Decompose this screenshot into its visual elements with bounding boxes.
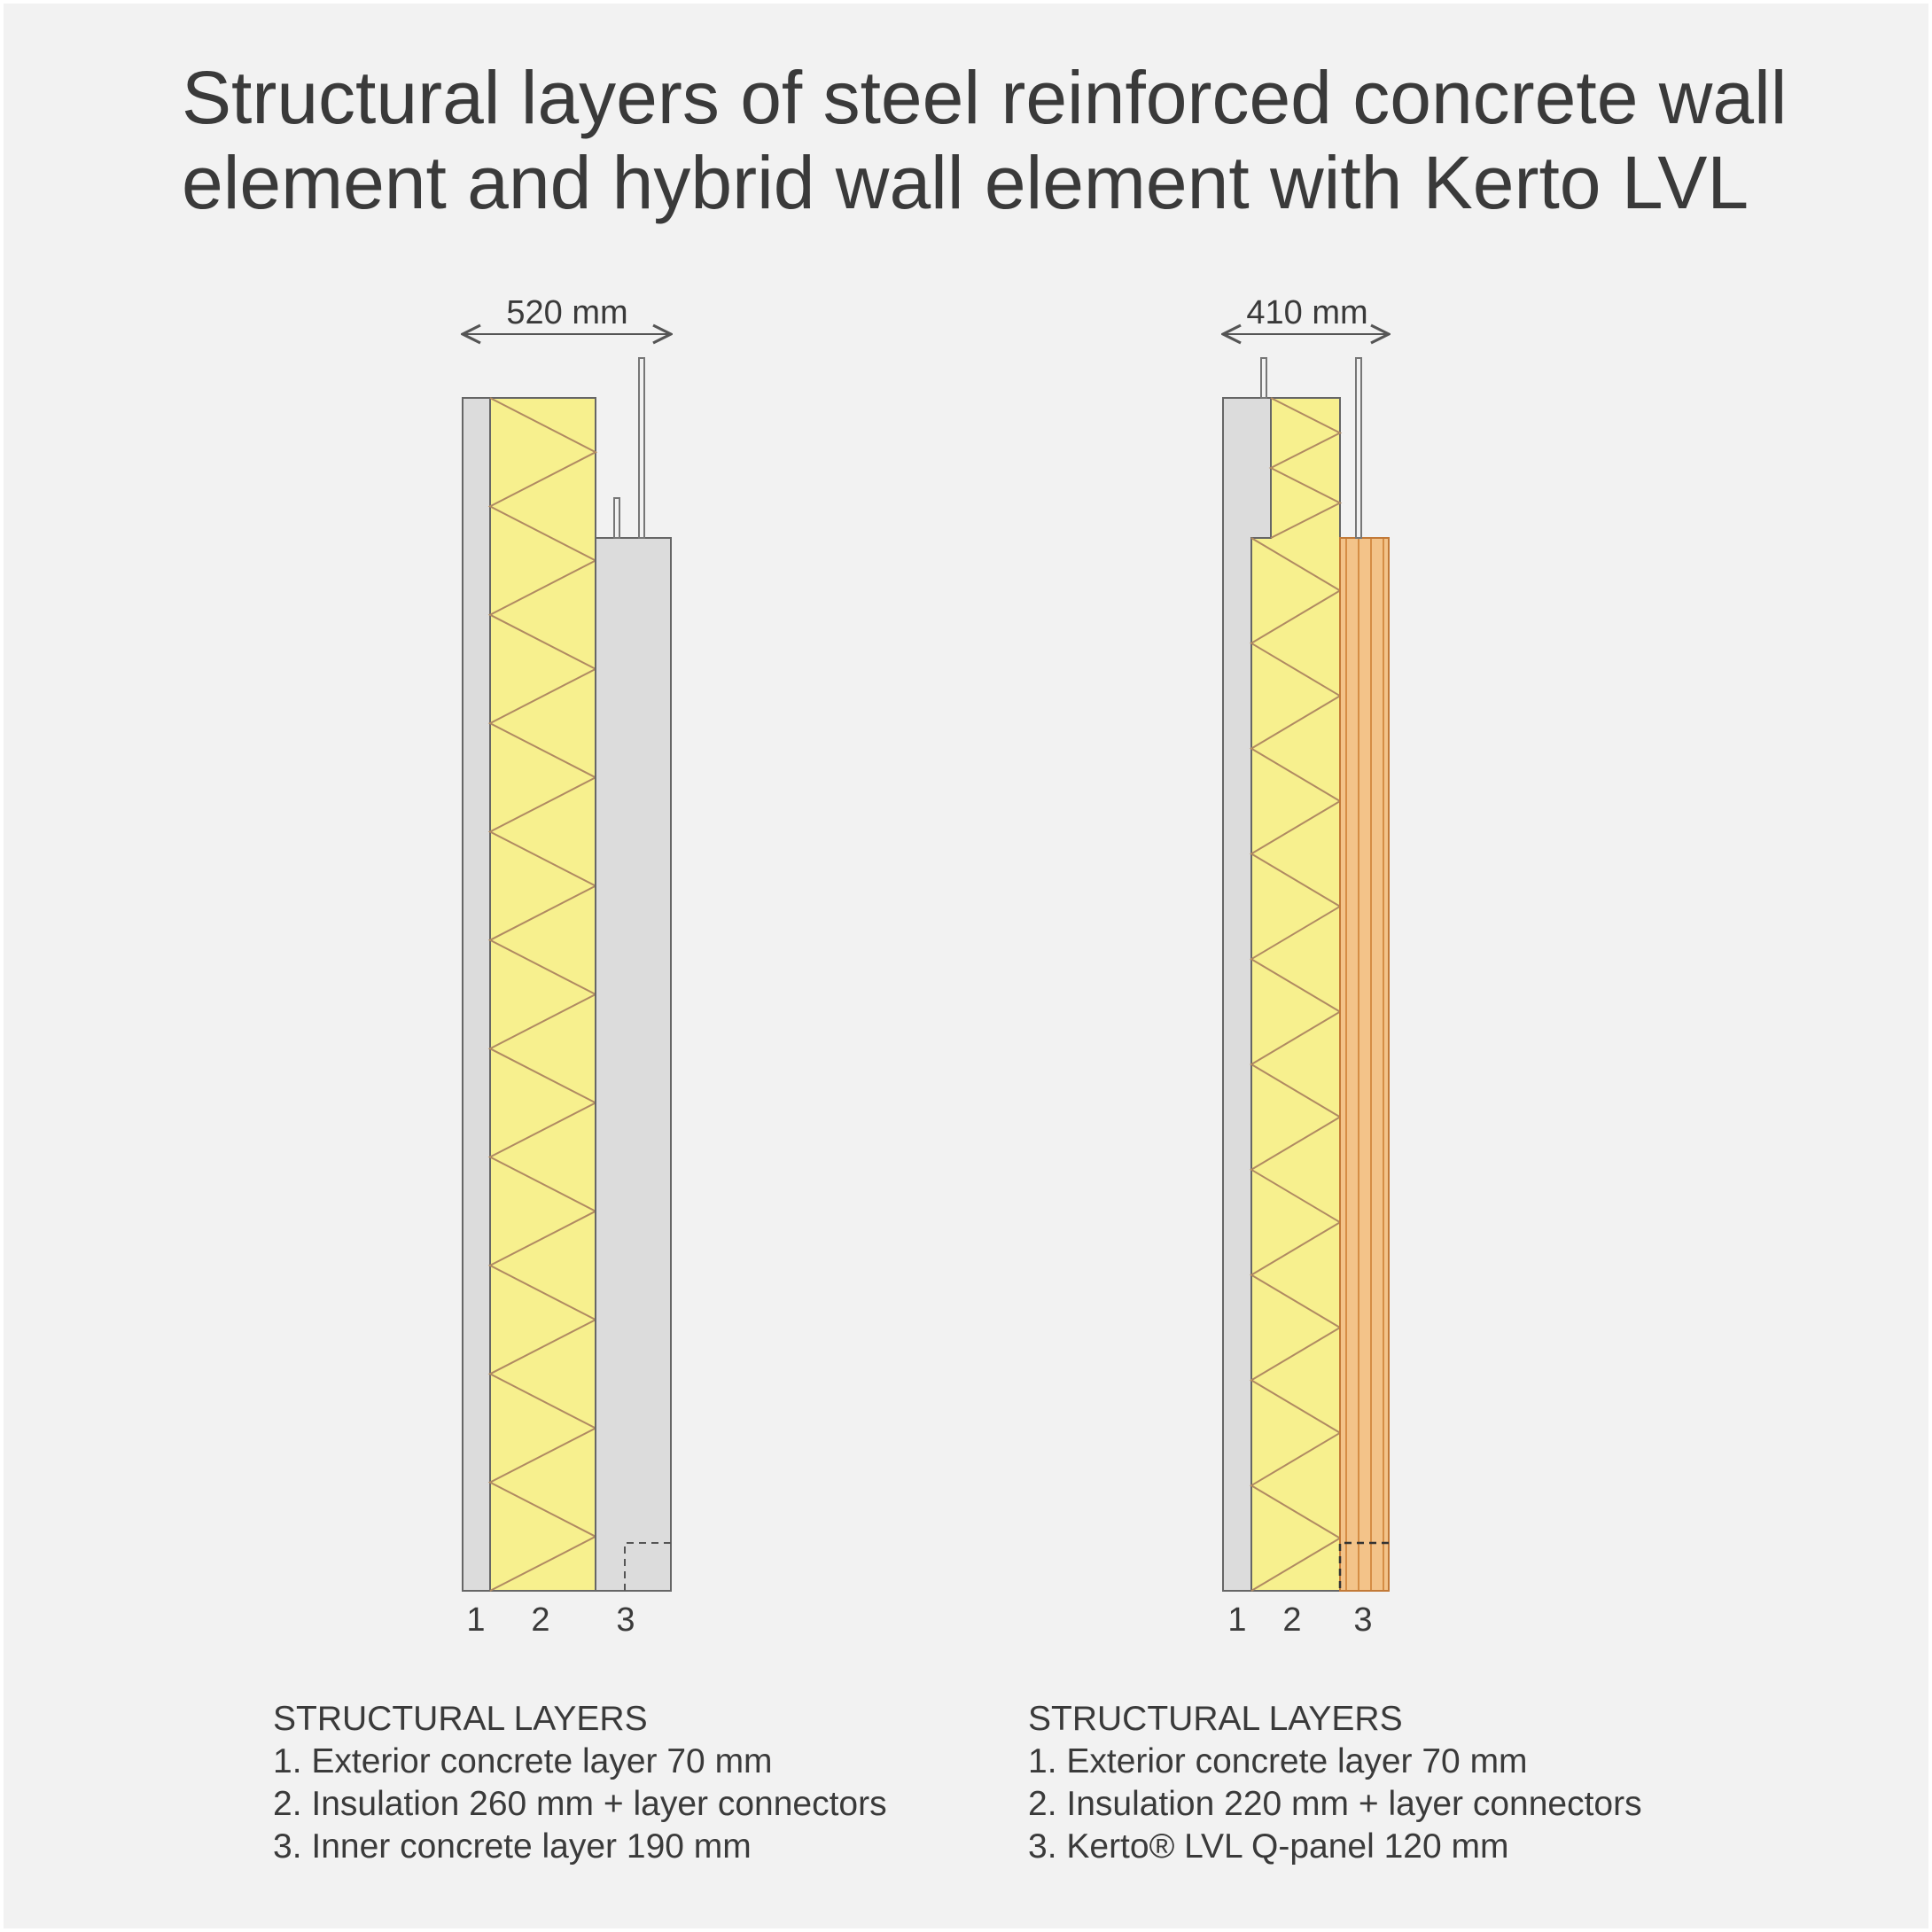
right-legend-item-3: 3. Kerto® LVL Q-panel 120 mm — [1028, 1827, 1509, 1866]
left-legend: STRUCTURAL LAYERS 1. Exterior concrete l… — [273, 1698, 887, 1868]
left-exterior-concrete-layer — [462, 397, 491, 1592]
left-layer-connector-tall — [638, 357, 645, 539]
right-legend: STRUCTURAL LAYERS 1. Exterior concrete l… — [1028, 1698, 1642, 1868]
left-legend-heading: STRUCTURAL LAYERS — [273, 1700, 648, 1738]
right-dimension-label: 410 mm — [1246, 294, 1367, 331]
right-legend-item-1: 1. Exterior concrete layer 70 mm — [1028, 1742, 1528, 1780]
right-legend-item-2: 2. Insulation 220 mm + layer connectors — [1028, 1785, 1642, 1823]
right-layer-number-3: 3 — [1353, 1601, 1372, 1639]
right-dashed-recess — [1338, 1541, 1389, 1591]
left-insulation-layer — [487, 397, 598, 1592]
left-inner-concrete-layer — [595, 537, 672, 1592]
left-wall-section: 520 mm 1 2 3 — [463, 294, 671, 1639]
left-dimension-label: 520 mm — [506, 294, 627, 331]
diagram-title: Structural layers of steel reinforced co… — [182, 56, 1788, 224]
left-layer-number-1: 1 — [466, 1601, 485, 1639]
right-layer-number-1: 1 — [1227, 1601, 1246, 1639]
left-layer-number-3: 3 — [616, 1601, 635, 1639]
left-layer-number-2: 2 — [531, 1601, 549, 1639]
right-layer-number-2: 2 — [1282, 1601, 1301, 1639]
left-layer-connector-short — [613, 497, 620, 539]
left-dashed-recess — [624, 1542, 671, 1591]
left-legend-item-3: 3. Inner concrete layer 190 mm — [273, 1827, 752, 1866]
left-legend-item-2: 2. Insulation 260 mm + layer connectors — [273, 1785, 887, 1823]
right-wall-section: 410 mm 1 2 3 — [1223, 294, 1389, 1639]
right-insulation-layer — [1250, 397, 1343, 1592]
right-kerto-lvl-panel — [1339, 537, 1390, 1592]
right-layer-connector-right — [1355, 357, 1362, 539]
left-legend-item-1: 1. Exterior concrete layer 70 mm — [273, 1742, 773, 1780]
right-layer-connector-left — [1260, 357, 1267, 399]
right-legend-heading: STRUCTURAL LAYERS — [1028, 1700, 1403, 1738]
